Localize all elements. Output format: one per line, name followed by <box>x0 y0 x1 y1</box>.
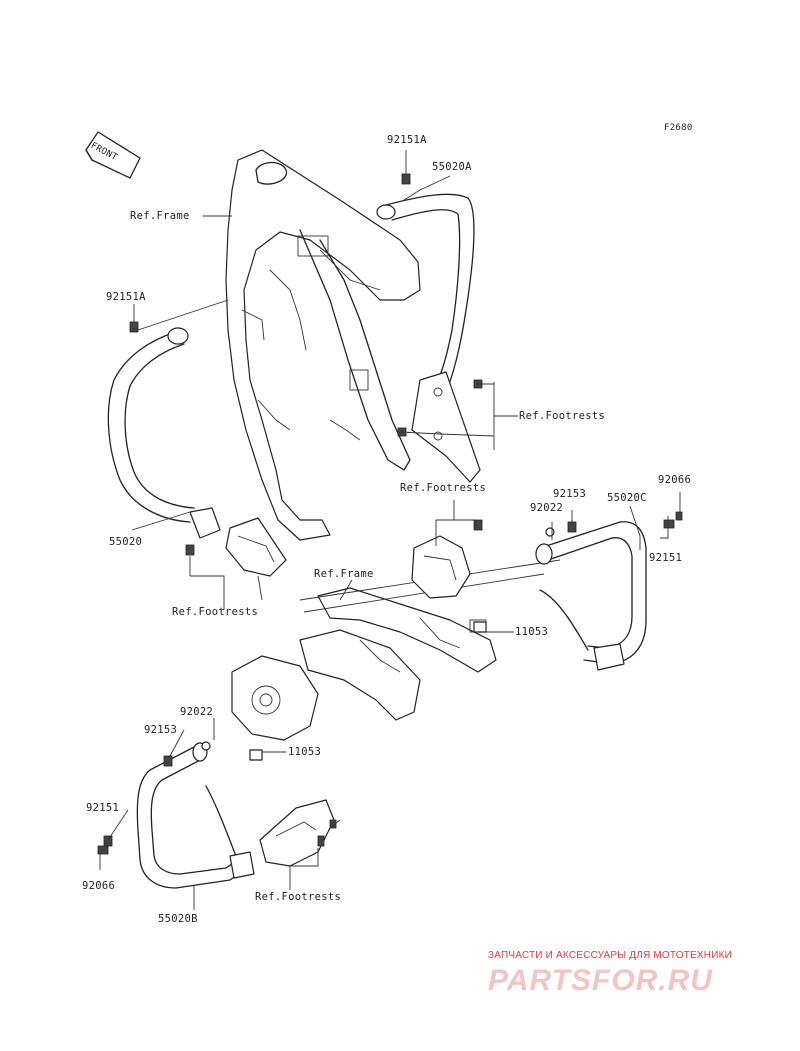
footrest-bracket-left <box>225 517 287 577</box>
leader-lines <box>99 150 681 910</box>
guard-55020b <box>136 742 255 889</box>
part-number-92022-left: 92022 <box>180 706 214 718</box>
part-number-92151-left: 92151 <box>86 802 120 814</box>
ref-frame-label-mid: Ref.Frame <box>314 568 374 580</box>
ref-footrests-label-center: Ref.Footrests <box>400 482 487 494</box>
part-number-11053-right: 11053 <box>515 626 549 638</box>
part-number-92066-left: 92066 <box>82 880 116 892</box>
part-number-92066-right: 92066 <box>658 474 692 486</box>
footrest-bracket-center <box>411 535 471 599</box>
part-number-55020b: 55020B <box>158 913 198 925</box>
part-number-92151a-left: 92151A <box>106 291 146 303</box>
part-number-92022-right: 92022 <box>530 502 564 514</box>
part-number-92151a-top: 92151A <box>387 134 427 146</box>
part-number-55020a: 55020A <box>432 161 472 173</box>
watermark-logo: PARTSFOR.RU <box>488 964 713 997</box>
figure-code: F2680 <box>664 123 693 133</box>
watermark-tagline: ЗАПЧАСТИ И АКСЕССУАРЫ ДЛЯ МОТОТЕХНИКИ <box>488 950 733 961</box>
lower-frame <box>231 559 561 741</box>
part-number-92153-right: 92153 <box>553 488 587 500</box>
part-number-55020: 55020 <box>109 536 143 548</box>
ref-frame-label-top: Ref.Frame <box>130 210 190 222</box>
ref-footrests-label-right: Ref.Footrests <box>519 410 606 422</box>
part-number-92151-right: 92151 <box>649 552 683 564</box>
footrest-bracket-bottom <box>259 799 335 867</box>
ref-footrests-label-left: Ref.Footrests <box>172 606 259 618</box>
front-arrow-icon <box>85 131 141 179</box>
part-number-55020c: 55020C <box>607 492 647 504</box>
guard-55020a <box>376 193 481 483</box>
part-number-11053-left: 11053 <box>288 746 322 758</box>
guard-55020c <box>535 521 647 671</box>
guard-55020 <box>107 327 221 539</box>
ref-footrests-label-bottom: Ref.Footrests <box>255 891 342 903</box>
main-frame <box>225 149 421 541</box>
part-number-92153-left: 92153 <box>144 724 178 736</box>
